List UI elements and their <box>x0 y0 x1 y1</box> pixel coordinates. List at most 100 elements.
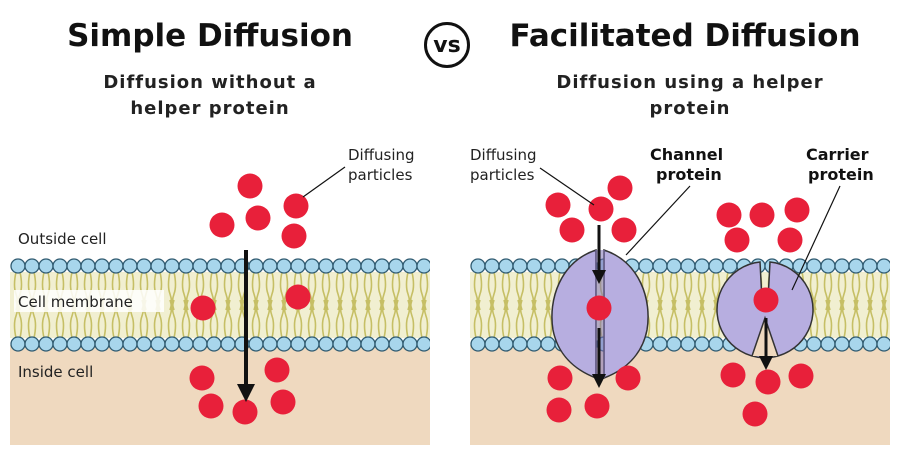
lipid-tail <box>311 299 317 339</box>
lipid-tail <box>171 299 177 339</box>
vs-label: vs <box>433 32 461 58</box>
facilitated-diffusion-title: Facilitated Diffusion <box>509 18 861 54</box>
diffusing-particle <box>232 399 258 425</box>
carrier-pointer <box>791 185 841 291</box>
arrow-carrier <box>759 318 773 370</box>
phospholipid-head <box>638 258 654 274</box>
facilitated-diffusion-subtitle: Diffusion using a helper protein <box>500 70 880 122</box>
lipid-tail <box>491 299 497 339</box>
phospholipid-head <box>666 258 682 274</box>
phospholipid-head <box>178 258 194 274</box>
lipid-tail <box>325 299 331 339</box>
arrow-simple <box>237 250 255 402</box>
lipid-tail <box>321 299 327 339</box>
phospholipid-head <box>332 336 348 352</box>
inside-cell-label: Inside cell <box>18 363 93 381</box>
phospholipid-head <box>694 336 710 352</box>
phospholipid-head <box>666 336 682 352</box>
diffusing-particle <box>245 205 271 231</box>
phospholipid-head <box>94 258 110 274</box>
lipid-tail <box>543 299 549 339</box>
phospholipid-head <box>206 258 222 274</box>
phospholipid-head <box>484 258 500 274</box>
phospholipid-head <box>192 258 208 274</box>
diffusing-particle <box>753 287 779 313</box>
phospholipid-head <box>66 336 82 352</box>
diffusing-particle <box>547 365 573 391</box>
lipid-tail <box>269 299 275 339</box>
phospholipid-head <box>94 336 110 352</box>
particles-label-right-line1: Diffusing <box>470 146 537 164</box>
lipid-tail <box>283 299 289 339</box>
phospholipid-head <box>192 336 208 352</box>
lipid-tail <box>655 299 661 339</box>
phospholipid-head <box>876 336 890 352</box>
phospholipid-head <box>122 336 138 352</box>
lipid-tail <box>813 299 819 339</box>
cell-membrane-label: Cell membrane <box>18 293 133 311</box>
particles-label-left-line2: particles <box>348 166 413 184</box>
phospholipid-head <box>150 336 166 352</box>
simple-diffusion-panel: Outside cell Cell membrane Inside cell D… <box>10 146 430 445</box>
particles-label-left-line1: Diffusing <box>348 146 415 164</box>
diffusing-particle <box>283 193 309 219</box>
lipid-tail <box>363 299 369 339</box>
lipid-tail <box>841 299 847 339</box>
lipid-tail <box>711 299 717 339</box>
lipid-tail <box>837 299 843 339</box>
inside-cell-region-left <box>10 345 430 445</box>
diffusing-particle <box>190 295 216 321</box>
diffusing-particle <box>270 389 296 415</box>
phospholipid-head <box>806 336 822 352</box>
lipid-tail <box>851 299 857 339</box>
phospholipid-head <box>290 336 306 352</box>
phospholipid-head <box>806 258 822 274</box>
phospholipid-head <box>38 258 54 274</box>
lipid-tail <box>529 299 535 339</box>
phospholipid-head <box>694 258 710 274</box>
lipid-tail <box>381 299 387 339</box>
phospholipid-head <box>820 336 836 352</box>
phospholipid-head <box>820 258 836 274</box>
simple-diffusion-subtitle: Diffusion without a helper protein <box>40 70 380 122</box>
channel-protein-left-half <box>551 248 597 380</box>
phospholipid-head <box>304 336 320 352</box>
lipid-tail <box>367 299 373 339</box>
right-subtitle-line1: Diffusion using a helper <box>556 72 824 93</box>
phospholipid-head <box>38 336 54 352</box>
lipid-tail <box>409 299 415 339</box>
simple-diffusion-title: Simple Diffusion <box>67 18 353 54</box>
phospholipid-head <box>10 258 26 274</box>
phospholipid-head <box>318 258 334 274</box>
phospholipid-head <box>290 258 306 274</box>
phospholipid-head <box>136 258 152 274</box>
diffusing-particle <box>189 365 215 391</box>
lipid-tail <box>701 299 707 339</box>
phospholipid-head <box>136 336 152 352</box>
phospholipid-head <box>346 336 362 352</box>
diffusing-particle <box>586 295 612 321</box>
lipid-tail <box>865 299 871 339</box>
lipid-tail <box>687 299 693 339</box>
phospholipid-head <box>470 336 486 352</box>
outside-cell-label: Outside cell <box>18 230 107 248</box>
particles-label-right-line2: particles <box>470 166 535 184</box>
phospholipid-head <box>122 258 138 274</box>
phospholipid-head <box>332 258 348 274</box>
lipid-tail <box>519 299 525 339</box>
lipid-tail <box>515 299 521 339</box>
lipid-tail <box>505 299 511 339</box>
left-subtitle-line2: helper protein <box>130 98 290 119</box>
facilitated-diffusion-panel: Diffusing particles Channel protein Carr… <box>470 145 890 445</box>
diffusing-particle <box>720 362 746 388</box>
phospholipid-head <box>652 336 668 352</box>
vs-badge: vs <box>424 22 470 68</box>
diffusing-particle <box>607 175 633 201</box>
phospholipid-head <box>374 258 390 274</box>
phospholipid-head <box>346 258 362 274</box>
lipid-tail <box>223 299 229 339</box>
inside-cell-region-right <box>470 345 890 445</box>
phospholipid-head <box>220 336 236 352</box>
lipid-tail <box>477 299 483 339</box>
